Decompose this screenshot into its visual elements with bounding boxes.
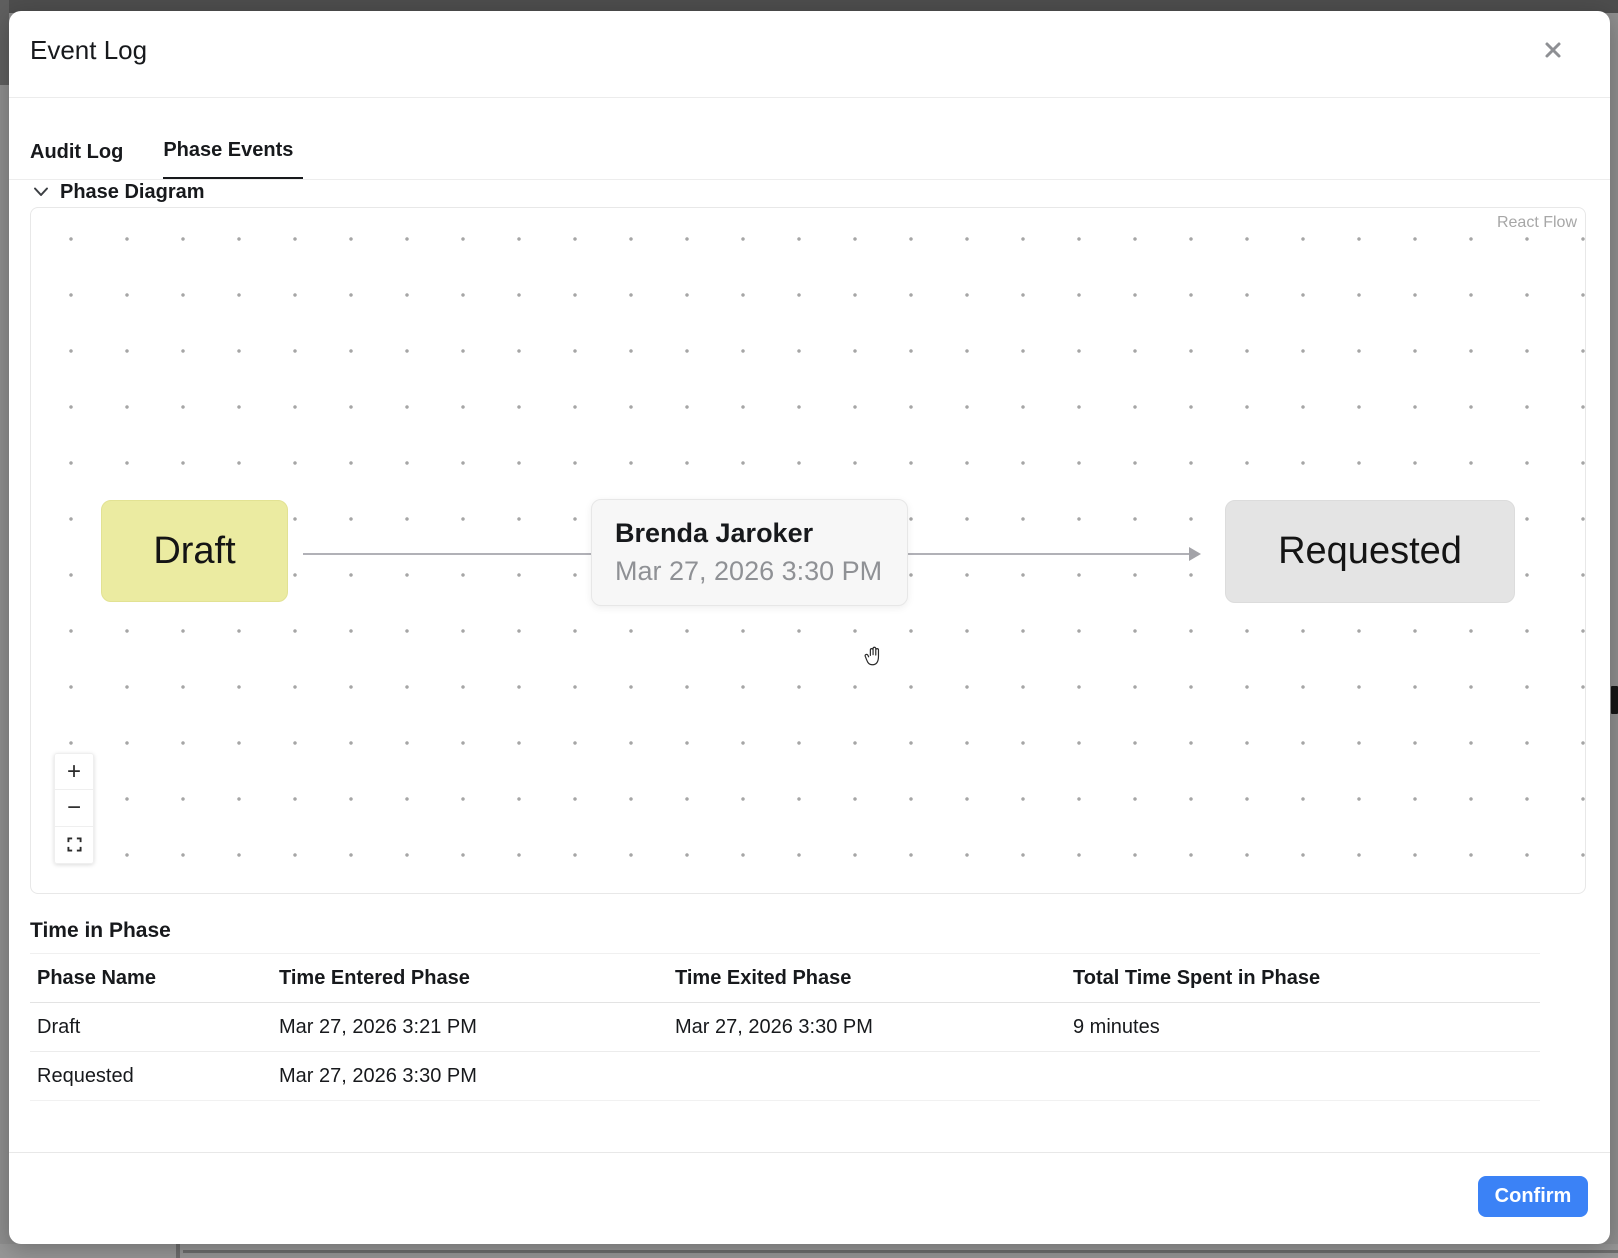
column-header-time-entered: Time Entered Phase bbox=[279, 966, 470, 989]
table-header-row: Phase Name Time Entered Phase Time Exite… bbox=[30, 954, 1540, 1003]
hand-cursor-icon bbox=[864, 646, 882, 672]
plus-icon: + bbox=[66, 757, 81, 785]
confirm-button[interactable]: Confirm bbox=[1478, 1176, 1588, 1217]
close-button[interactable] bbox=[1539, 37, 1567, 65]
fit-view-button[interactable] bbox=[54, 827, 94, 864]
chevron-down-icon bbox=[33, 185, 49, 200]
react-flow-attribution[interactable]: React Flow bbox=[1496, 214, 1577, 231]
minus-icon: − bbox=[66, 794, 81, 821]
edge-label-card[interactable]: Brenda Jaroker Mar 27, 2026 3:30 PM bbox=[591, 499, 908, 606]
column-header-time-exited: Time Exited Phase bbox=[675, 966, 852, 989]
node-requested-label: Requested bbox=[1278, 530, 1462, 572]
time-in-phase-heading: Time in Phase bbox=[30, 919, 171, 942]
tab-phase-events[interactable]: Phase Events bbox=[163, 137, 304, 180]
background-page-top bbox=[0, 0, 1618, 13]
phase-diagram-label: Phase Diagram bbox=[60, 181, 205, 203]
cell-time-entered: Mar 27, 2026 3:21 PM bbox=[279, 1015, 477, 1038]
background-page-left bbox=[0, 0, 9, 85]
cell-total-time: 9 minutes bbox=[1073, 1015, 1160, 1038]
footer-divider bbox=[9, 1152, 1610, 1153]
phase-diagram-toggle[interactable]: Phase Diagram bbox=[33, 181, 205, 204]
cell-phase-name: Requested bbox=[37, 1064, 134, 1087]
cell-time-entered: Mar 27, 2026 3:30 PM bbox=[279, 1064, 477, 1087]
node-draft[interactable]: Draft bbox=[101, 500, 288, 602]
cell-time-exited: Mar 27, 2026 3:30 PM bbox=[675, 1015, 873, 1038]
tab-audit-log[interactable]: Audit Log bbox=[30, 137, 125, 180]
node-requested[interactable]: Requested bbox=[1225, 500, 1515, 603]
phase-diagram-canvas[interactable]: React Flow Draft Brenda Jaroker Mar 27, … bbox=[30, 207, 1586, 894]
header-divider bbox=[9, 97, 1610, 98]
edge-label-timestamp: Mar 27, 2026 3:30 PM bbox=[615, 556, 883, 586]
zoom-in-button[interactable]: + bbox=[54, 753, 94, 790]
background-divider-notch bbox=[176, 1244, 180, 1258]
column-header-total-time: Total Time Spent in Phase bbox=[1073, 966, 1321, 989]
table-row: Draft Mar 27, 2026 3:21 PM Mar 27, 2026 … bbox=[30, 1003, 1540, 1052]
cell-phase-name: Draft bbox=[37, 1015, 81, 1038]
arrowhead-icon bbox=[1189, 547, 1201, 561]
page-title: Event Log bbox=[30, 35, 148, 65]
tab-bar: Audit Log Phase Events bbox=[30, 137, 304, 180]
column-header-phase-name: Phase Name bbox=[37, 966, 156, 989]
clipped-background-text bbox=[1611, 686, 1618, 714]
node-draft-label: Draft bbox=[153, 529, 236, 572]
time-in-phase-table: Phase Name Time Entered Phase Time Exite… bbox=[30, 953, 1540, 1101]
fit-view-icon bbox=[66, 833, 82, 857]
table-row: Requested Mar 27, 2026 3:30 PM bbox=[30, 1052, 1540, 1101]
background-divider bbox=[183, 1250, 1618, 1253]
diagram-controls: + − bbox=[54, 753, 94, 864]
event-log-modal: Event Log Audit Log Phase Events Phase D… bbox=[9, 11, 1610, 1244]
background-page-bottom bbox=[0, 1244, 1618, 1258]
tabs-divider bbox=[9, 179, 1610, 180]
edge-label-user: Brenda Jaroker bbox=[615, 518, 814, 548]
zoom-out-button[interactable]: − bbox=[54, 790, 94, 827]
close-icon bbox=[1543, 40, 1563, 63]
